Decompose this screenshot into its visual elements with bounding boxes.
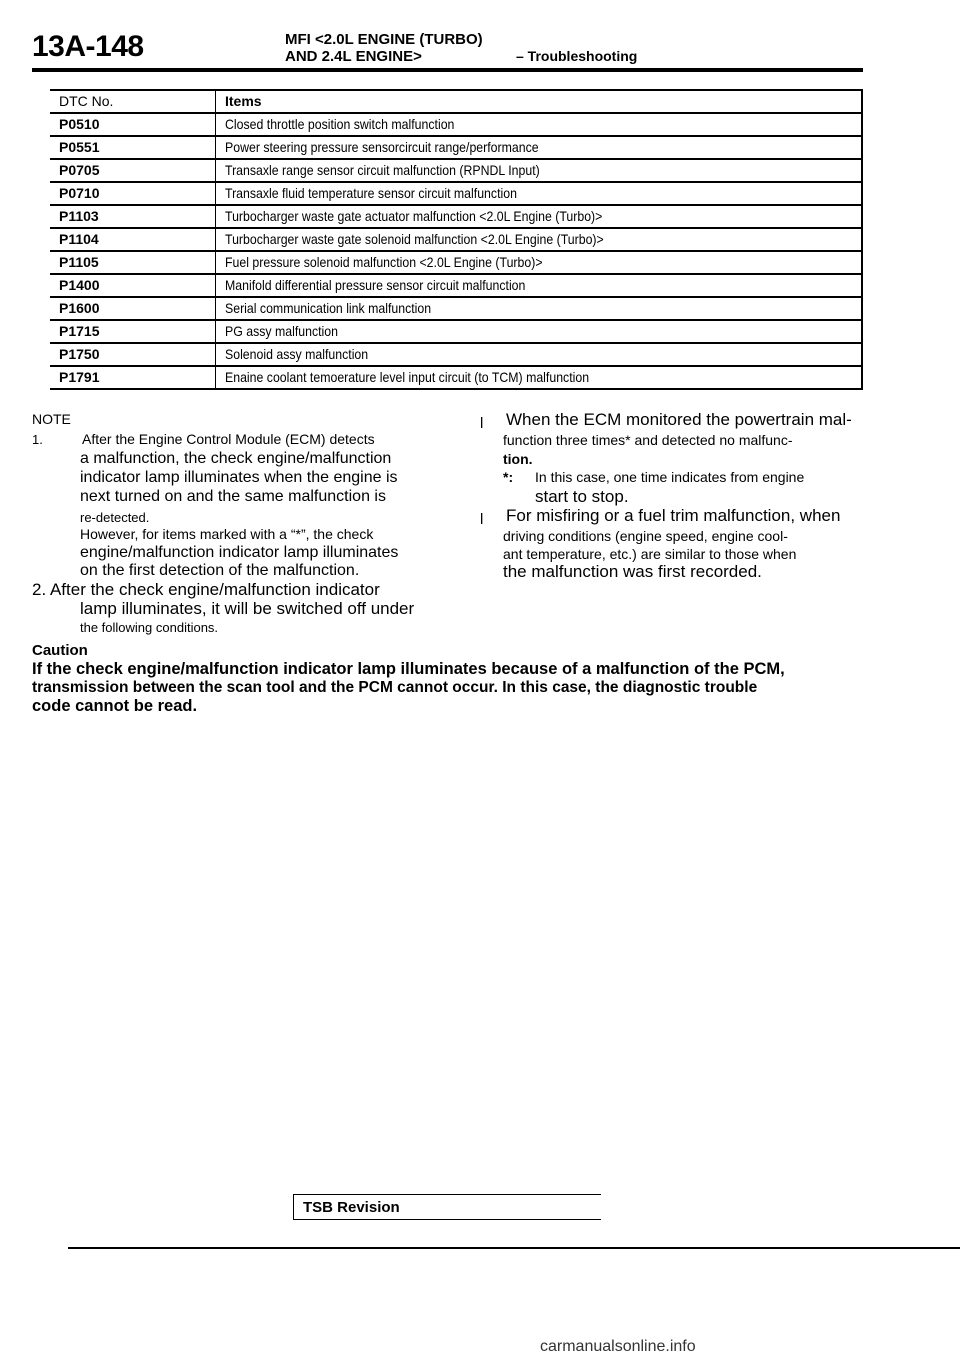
note-item1-line: After the Engine Control Module (ECM) de… bbox=[82, 431, 375, 447]
dtc-item: Enaine coolant temoerature level input c… bbox=[215, 367, 861, 388]
table-row: P1600 Serial communication link malfuncti… bbox=[50, 298, 863, 321]
dtc-code: P1104 bbox=[59, 231, 99, 247]
watermark: carmanualsonline.info bbox=[540, 1338, 696, 1355]
dtc-table: DTC No. Items P0510 Closed throttle posit… bbox=[50, 89, 863, 390]
table-header-row: DTC No. Items bbox=[50, 91, 863, 114]
tsb-revision-box bbox=[293, 1194, 601, 1220]
table-row: P1715 PG assy malfunction bbox=[50, 321, 863, 344]
dtc-item: Manifold differential pressure sensor ci… bbox=[215, 275, 861, 296]
table-row: P1105 Fuel pressure solenoid malfunction … bbox=[50, 252, 863, 275]
bullet-icon: l bbox=[480, 511, 484, 528]
dtc-item-text: Power steering pressure sensorcircuit ra… bbox=[225, 139, 539, 155]
note-item1-line: on the first detection of the malfunctio… bbox=[80, 562, 360, 579]
header-section: – Troubleshooting bbox=[516, 48, 638, 64]
dtc-code: P0705 bbox=[59, 162, 100, 178]
page-number: 13A-148 bbox=[32, 30, 144, 63]
footer-rule bbox=[68, 1247, 960, 1249]
dtc-item-text: Manifold differential pressure sensor ci… bbox=[225, 277, 526, 293]
note-item1-line: re-detected. bbox=[80, 510, 150, 525]
dtc-item-text: Transaxle range sensor circuit malfuncti… bbox=[225, 162, 540, 178]
table-row: P0710 Transaxle fluid temperature sensor … bbox=[50, 183, 863, 206]
table-row: P1400 Manifold differential pressure sens… bbox=[50, 275, 863, 298]
table-row: P0510 Closed throttle position switch mal… bbox=[50, 114, 863, 137]
dtc-item-text: Closed throttle position switch malfunct… bbox=[225, 116, 455, 132]
dtc-code: P0551 bbox=[59, 139, 100, 155]
dtc-item-text: Turbocharger waste gate solenoid malfunc… bbox=[225, 231, 604, 247]
footnote-mark: *: bbox=[503, 469, 514, 485]
note-item1-line: However, for items marked with a “*”, th… bbox=[80, 526, 374, 542]
note-item1-line: a malfunction, the check engine/malfunct… bbox=[80, 450, 392, 467]
bullet1-line: function three times* and detected no ma… bbox=[503, 432, 793, 448]
tsb-revision-label: TSB Revision bbox=[303, 1199, 400, 1216]
header-rule bbox=[32, 68, 863, 72]
note-item2-line: the following conditions. bbox=[80, 620, 219, 635]
dtc-item: Solenoid assy malfunction bbox=[215, 344, 861, 365]
dtc-item: Closed throttle position switch malfunct… bbox=[215, 114, 861, 135]
dtc-code: P1600 bbox=[59, 300, 100, 316]
table-row: P1750 Solenoid assy malfunction bbox=[50, 344, 863, 367]
dtc-item-text: PG assy malfunction bbox=[225, 323, 338, 339]
dtc-item: Turbocharger waste gate solenoid malfunc… bbox=[215, 229, 861, 250]
header-title-line1: MFI <2.0L ENGINE (TURBO) bbox=[285, 31, 483, 48]
note-item2-line: 2. After the check engine/malfunction in… bbox=[32, 580, 380, 599]
dtc-code: P1105 bbox=[59, 254, 99, 270]
note-title: NOTE bbox=[32, 411, 71, 427]
table-row: P0551 Power steering pressure sensorcircu… bbox=[50, 137, 863, 160]
bullet1-line: tion. bbox=[503, 451, 533, 467]
dtc-item-text: Transaxle fluid temperature sensor circu… bbox=[225, 185, 517, 201]
dtc-item: Transaxle range sensor circuit malfuncti… bbox=[215, 160, 861, 181]
dtc-code: P1103 bbox=[59, 208, 99, 224]
note-item2-line: lamp illuminates, it will be switched of… bbox=[80, 599, 415, 618]
note-item1-line: engine/malfunction indicator lamp illumi… bbox=[80, 544, 399, 561]
dtc-item-text: Solenoid assy malfunction bbox=[225, 346, 369, 362]
table-row: P1103 Turbocharger waste gate actuator ma… bbox=[50, 206, 863, 229]
dtc-code: P1791 bbox=[59, 369, 100, 385]
footnote-line: start to stop. bbox=[535, 487, 629, 506]
dtc-item: Fuel pressure solenoid malfunction <2.0L… bbox=[215, 252, 861, 273]
table-row: P1791 Enaine coolant temoerature level in… bbox=[50, 367, 863, 390]
dtc-item-text: Turbocharger waste gate actuator malfunc… bbox=[225, 208, 603, 224]
caution-line: transmission between the scan tool and t… bbox=[32, 679, 758, 696]
table-row: P1104 Turbocharger waste gate solenoid ma… bbox=[50, 229, 863, 252]
dtc-code: P1750 bbox=[59, 346, 100, 362]
dtc-item: Transaxle fluid temperature sensor circu… bbox=[215, 183, 861, 204]
dtc-code: P0710 bbox=[59, 185, 100, 201]
column-header-dtc: DTC No. bbox=[59, 93, 114, 109]
dtc-item: Power steering pressure sensorcircuit ra… bbox=[215, 137, 861, 158]
bullet1-line: When the ECM monitored the powertrain ma… bbox=[506, 410, 852, 429]
dtc-item-text: Enaine coolant temoerature level input c… bbox=[225, 369, 590, 385]
note-item1-line: indicator lamp illuminates when the engi… bbox=[80, 469, 398, 486]
footnote-line: In this case, one time indicates from en… bbox=[535, 469, 805, 485]
header-title-line2: AND 2.4L ENGINE> bbox=[285, 48, 422, 65]
caution-line: code cannot be read. bbox=[32, 697, 198, 715]
bullet2-line: driving conditions (engine speed, engine… bbox=[503, 528, 788, 544]
bullet2-line: ant temperature, etc.) are similar to th… bbox=[503, 546, 797, 562]
dtc-code: P1715 bbox=[59, 323, 100, 339]
column-header-items: Items bbox=[215, 91, 861, 112]
dtc-item-text: Fuel pressure solenoid malfunction <2.0L… bbox=[225, 254, 543, 270]
note-item1-line: next turned on and the same malfunction … bbox=[80, 488, 386, 505]
dtc-item: PG assy malfunction bbox=[215, 321, 861, 342]
note-item1-number: 1. bbox=[32, 432, 43, 447]
bullet2-line: the malfunction was first recorded. bbox=[503, 562, 762, 581]
dtc-item-text: Serial communication link malfunction bbox=[225, 300, 432, 316]
caution-line: If the check engine/malfunction indicato… bbox=[32, 660, 785, 678]
bullet-icon: l bbox=[480, 415, 484, 432]
dtc-item: Serial communication link malfunction bbox=[215, 298, 861, 319]
caution-title: Caution bbox=[32, 642, 88, 659]
dtc-item: Turbocharger waste gate actuator malfunc… bbox=[215, 206, 861, 227]
dtc-code: P1400 bbox=[59, 277, 100, 293]
table-row: P0705 Transaxle range sensor circuit malf… bbox=[50, 160, 863, 183]
bullet2-line: For misfiring or a fuel trim malfunction… bbox=[506, 506, 841, 525]
dtc-code: P0510 bbox=[59, 116, 100, 132]
